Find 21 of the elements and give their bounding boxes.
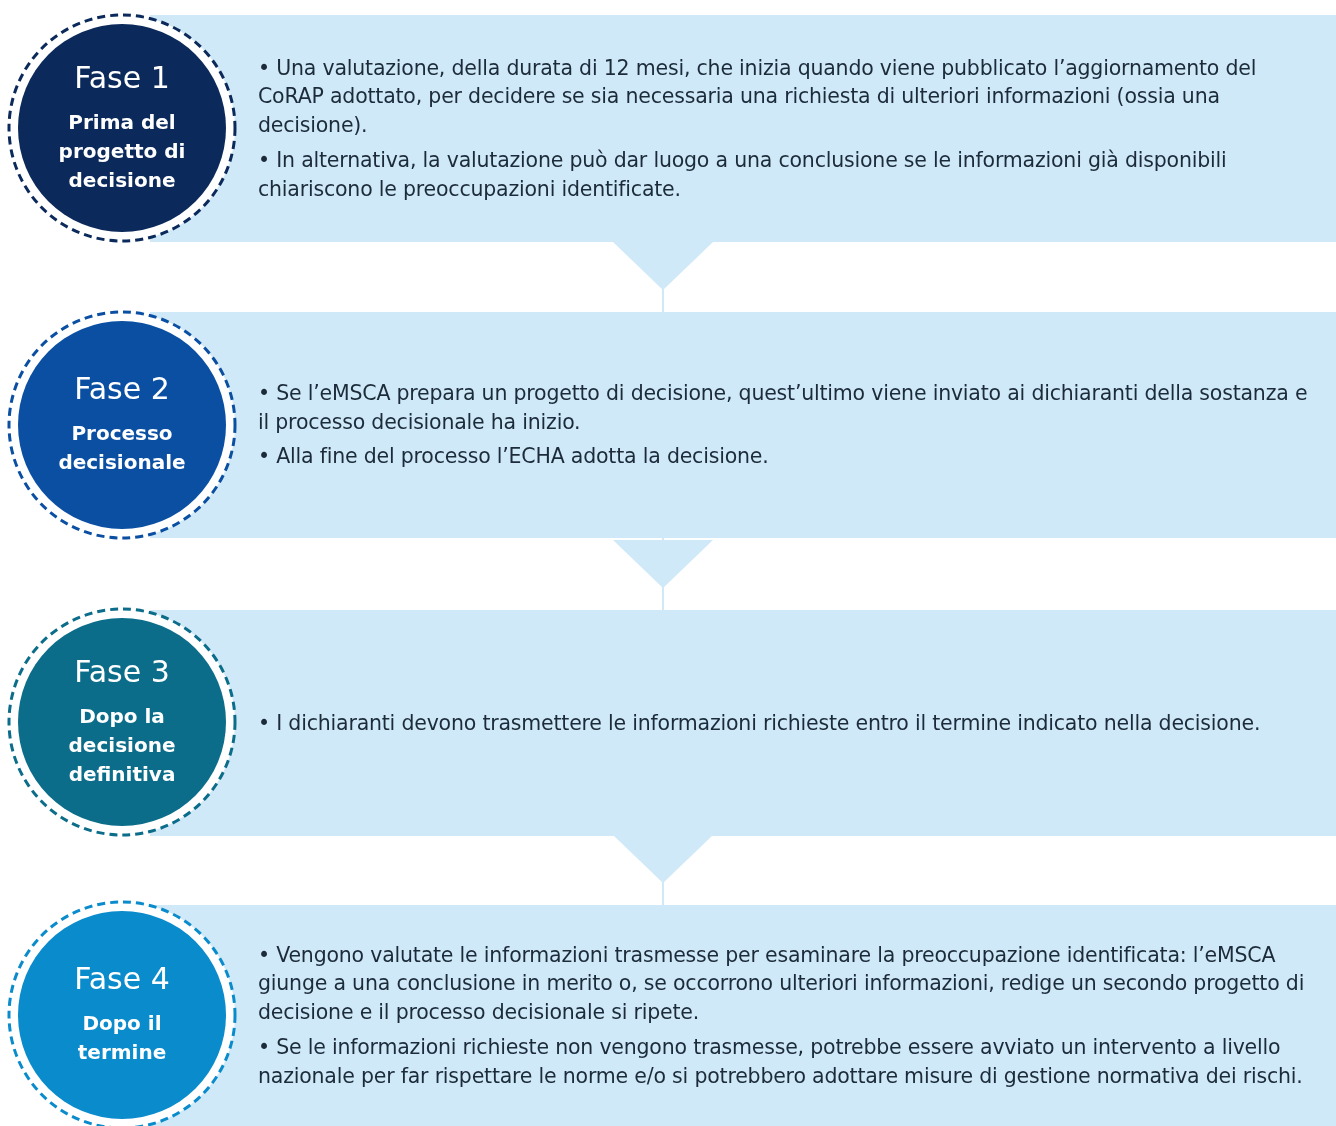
chevron-arrow	[613, 241, 713, 313]
bullet-text: • I dichiaranti devono trasmettere le informazioni richieste entro il termine indicato nella decisione.	[258, 709, 1262, 737]
phase-circle	[7, 13, 237, 243]
phase-subtitle: Dopo il termine	[76, 1010, 168, 1066]
bullet-text: • Una valutazione, della durata di 12 mesi, che inizia quando viene pubblicato l’aggiornamento del CoRAP adottato, per decidere se sia necessaria una richiesta di ulteriori informazioni (ossia una decisione).	[258, 54, 1258, 140]
phase-circle	[7, 310, 237, 540]
bullet-text: • Vengono valutate le informazioni trasmesse per esaminare la preoccupazione identificata: l’eMSCA giunge a una conclusione in merito o, se occorrono ulteriori informazioni, redige un secondo progetto di decisione e il processo decisionale si ripete.	[258, 941, 1306, 1027]
bullet-text: • Se l’eMSCA prepara un progetto di decisione, quest’ultimo viene inviato ai dichiaranti della sostanza e il processo decisionale ha inizio.	[258, 379, 1309, 436]
phase-title: Fase 3	[73, 653, 171, 689]
chevron-arrow	[613, 537, 713, 611]
chevron-arrow	[613, 835, 713, 906]
phase-circle	[7, 607, 237, 837]
phase-title: Fase 2	[73, 371, 171, 406]
bullet-text: • Alla fine del processo l’ECHA adotta la decisione.	[258, 443, 770, 471]
bullet-text: • In alternativa, la valutazione può dar luogo a una conclusione se le informazioni già disponibili chiariscono le preoccupazioni identificate.	[258, 146, 1228, 203]
phase-subtitle: Processo decisionale	[57, 420, 187, 476]
phase-subtitle: Prima del progetto di decisione	[57, 108, 187, 194]
phase-subtitle: Dopo la decisione definitiva	[67, 702, 177, 788]
bullet-text: • Se le informazioni richieste non vengono trasmesse, potrebbe essere avviato un intervento a livello nazionale per far rispettare le norme e/o si potrebbero adottare misure di gestione normativa dei rischi.	[258, 1033, 1304, 1090]
phase-title: Fase 1	[73, 59, 171, 95]
phase-title: Fase 4	[73, 961, 171, 996]
